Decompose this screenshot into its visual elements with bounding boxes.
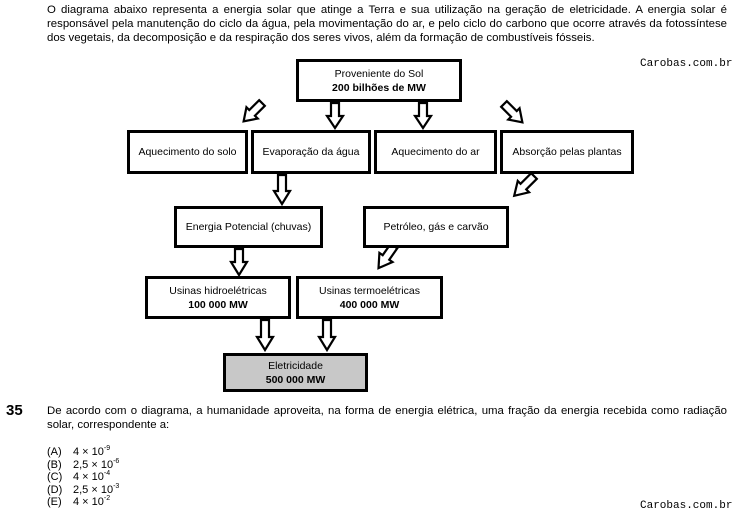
sun-line2: 200 bilhões de MW [332, 81, 426, 94]
intro-paragraph: O diagrama abaixo representa a energia s… [47, 4, 727, 44]
box-petroleo-gas-carvao: Petróleo, gás e carvão [363, 206, 509, 248]
arrow-termo-to-eletricidade-icon [317, 318, 337, 353]
sun-line1: Proveniente do Sol [334, 67, 424, 80]
absorcao-label: Absorção pelas plantas [512, 146, 622, 158]
option-e: (E) 4 × 10-2 [47, 495, 119, 509]
ar-label: Aquecimento do ar [391, 146, 480, 158]
box-usinas-hidroeletricas: Usinas hidroelétricas 100 000 MW [145, 276, 291, 319]
question-text: De acordo com o diagrama, a humanidade a… [47, 405, 727, 431]
eletricidade-line2: 500 000 MW [265, 373, 326, 386]
petroleo-label: Petróleo, gás e carvão [383, 221, 489, 233]
option-mantissa: 2,5 × 10 [73, 483, 114, 496]
box-eletricidade: Eletricidade 500 000 MW [223, 353, 368, 392]
solo-label: Aquecimento do solo [138, 146, 237, 158]
option-mantissa: 4 × 10 [73, 446, 104, 458]
options-list: (A)4 × 10-9 (B)2,5 × 10-6 (C)4 × 10-4 (D… [47, 445, 120, 509]
option-label: (D) [47, 483, 63, 496]
option-label: (C) [47, 471, 63, 484]
eletricidade-line1: Eletricidade [268, 359, 323, 372]
box-evaporacao-agua: Evaporação da água [251, 130, 371, 174]
option-exponent: -4 [103, 470, 111, 478]
option-b: (B) 2,5 × 10-6 [47, 457, 120, 472]
potencial-label: Energia Potencial (chuvas) [185, 221, 312, 233]
arrow-sun-to-ar-icon [412, 101, 434, 130]
arrow-evaporacao-to-potencial-icon [272, 173, 292, 207]
option-d: (D) 2,5 × 10-3 [47, 482, 120, 497]
evaporacao-label: Evaporação da água [262, 146, 360, 158]
arrow-sun-to-solo-icon [242, 98, 267, 123]
option-exponent: -2 [103, 495, 111, 503]
termo-line1: Usinas termoelétricas [319, 284, 420, 297]
arrow-hidro-to-eletricidade-icon [255, 318, 275, 353]
option-exponent: -6 [113, 457, 120, 465]
box-absorcao-plantas: Absorção pelas plantas [500, 130, 634, 174]
box-proveniente-do-sol: Proveniente do Sol 200 bilhões de MW [296, 59, 462, 102]
question-number: 35 [6, 402, 23, 419]
hidro-line2: 100 000 MW [188, 298, 248, 311]
arrow-potencial-to-hidro-icon [229, 247, 249, 278]
box-usinas-termoeletricas: Usinas termoelétricas 400 000 MW [296, 276, 443, 319]
arrow-petroleo-to-termo-icon [377, 242, 399, 270]
option-exponent: -9 [103, 445, 111, 452]
option-exponent: -3 [113, 482, 120, 490]
watermark-bottom: Carobas.com.br [640, 500, 733, 512]
option-c: (C) 4 × 10-4 [47, 470, 119, 484]
option-mantissa: 2,5 × 10 [73, 458, 114, 471]
box-aquecimento-ar: Aquecimento do ar [374, 130, 497, 174]
option-label: (A) [47, 446, 62, 458]
option-mantissa: 4 × 10 [73, 496, 104, 509]
box-energia-potencial: Energia Potencial (chuvas) [174, 206, 323, 248]
box-aquecimento-solo: Aquecimento do solo [127, 130, 248, 174]
termo-line2: 400 000 MW [339, 298, 400, 311]
option-label: (B) [47, 458, 62, 471]
hidro-line1: Usinas hidroelétricas [169, 284, 267, 297]
watermark-top: Carobas.com.br [640, 58, 733, 70]
option-label: (E) [47, 496, 62, 509]
arrow-sun-to-evaporacao-icon [324, 101, 346, 130]
option-a: (A) 4 × 10-9 [47, 445, 119, 459]
option-mantissa: 4 × 10 [73, 471, 104, 484]
arrow-absorcao-to-petroleo-icon [512, 171, 539, 198]
arrow-sun-to-absorcao-icon [499, 99, 524, 124]
